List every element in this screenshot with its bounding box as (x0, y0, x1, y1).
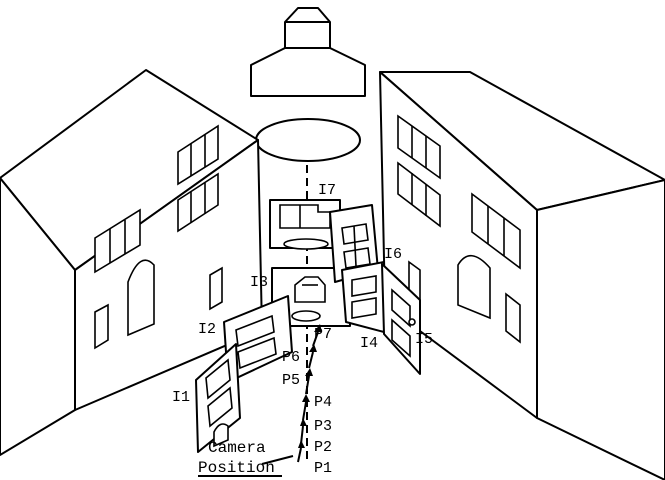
label-p2: P2 (314, 439, 332, 456)
label-i2: I2 (198, 321, 216, 338)
arrowhead-p3 (300, 418, 307, 426)
label-i4: I4 (360, 335, 378, 352)
label-p7: P7 (314, 326, 332, 343)
left-building-arch (128, 260, 154, 335)
label-p3: P3 (314, 418, 332, 435)
label-i5: I5 (415, 331, 433, 348)
image-frame-i4 (342, 262, 384, 332)
plaza-ellipse (256, 119, 360, 161)
caption-line-1: Camera (208, 439, 266, 457)
arrowhead-p2 (298, 440, 305, 448)
label-p4: P4 (314, 394, 332, 411)
label-i6: I6 (384, 246, 402, 263)
label-p1: P1 (314, 460, 332, 477)
right-building (380, 72, 665, 480)
arrowhead-p4 (302, 394, 310, 402)
label-p5: P5 (282, 372, 300, 389)
image-frame-i1 (196, 344, 240, 452)
distant-tower (251, 8, 365, 96)
label-i3: I3 (250, 274, 268, 291)
label-p6: P6 (282, 349, 300, 366)
label-i7: I7 (318, 182, 336, 199)
image-frame-i7 (270, 200, 340, 249)
arrowhead-p5 (305, 368, 313, 376)
label-i1: I1 (172, 389, 190, 406)
caption-line-2: Position (198, 459, 275, 477)
